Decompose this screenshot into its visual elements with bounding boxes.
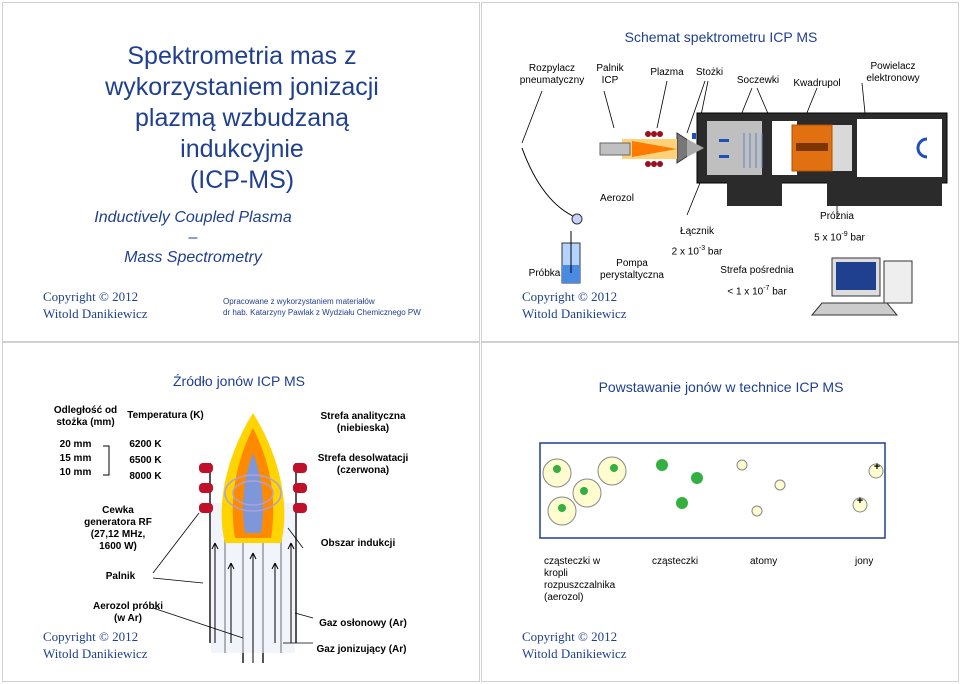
label-lacznik: Łącznik: [680, 226, 714, 237]
label-aerozol: Aerozol: [600, 193, 634, 204]
dist-10: 10 mm: [59, 467, 92, 478]
temp-header: Temperatura (K): [127, 410, 204, 421]
dist-15: 15 mm: [59, 453, 92, 464]
temp-6200: 6200 K: [129, 439, 162, 450]
label-stozki: Stożki: [695, 67, 724, 78]
label-cewka: Cewka generatora RF (27,12 MHz, 1600 W): [84, 505, 152, 552]
label-lacznik-pressure: 2 x 10-3 bar: [671, 245, 723, 258]
label-kwadrupol: Kwadrupol: [793, 78, 841, 89]
temp-8000: 8000 K: [129, 471, 162, 482]
label-strefa: Strefa pośrednia: [720, 265, 794, 276]
stage-aerozol: cząsteczki w kropli rozpuszczalnika (aer…: [544, 556, 616, 603]
slide4-title: Powstawanie jonów w technice ICP MS: [598, 379, 844, 395]
label-soczewki: Soczewki: [736, 75, 780, 86]
stage-czasteczki: cząsteczki: [652, 556, 699, 567]
icp-ms-schematic: [521, 80, 948, 316]
slide1-subtitle: Inductively Coupled Plasma – Mass Spectr…: [94, 209, 292, 266]
label-prozni: Próżnia: [820, 211, 854, 222]
stage-jony: jony: [855, 556, 874, 567]
ion-plus-1: +: [873, 461, 881, 473]
copyright: Copyright © 2012 Witold Danikiewicz: [43, 629, 148, 661]
copyright: Copyright © 2012 Witold Danikiewicz: [43, 289, 148, 321]
stage-atomy: atomy: [750, 556, 778, 567]
dist-header: Odległość od stożka (mm): [53, 405, 118, 428]
ion-plus-2: +: [856, 495, 864, 507]
label-gaz-oslon: Gaz osłonowy (Ar): [319, 618, 407, 629]
slide3-title: Źródło jonów ICP MS: [173, 373, 306, 389]
credits: Opracowane z wykorzystaniem materiałów d…: [223, 297, 421, 317]
slide-4-ion-formation: + + Powstawanie jonów w technice ICP MS …: [481, 342, 959, 682]
label-strefa-pressure: < 1 x 10-7 bar: [727, 285, 787, 298]
label-palnik: Palnik ICP: [596, 63, 624, 86]
label-powielacz: Powielacz elektronowy: [866, 61, 920, 84]
label-pompa: Pompa perystaltyczna: [600, 258, 664, 281]
dist-20: 20 mm: [59, 439, 92, 450]
slide1-title: Spektrometria mas z wykorzystaniem joniz…: [105, 42, 379, 194]
copyright: Copyright © 2012 Witold Danikiewicz: [522, 629, 627, 661]
label-strefa-desol: Strefa desolwatacji (czerwona): [317, 453, 409, 476]
copyright: Copyright © 2012 Witold Danikiewicz: [522, 289, 627, 321]
label-probka: Próbka: [528, 268, 561, 279]
label-rozpylacz: Rozpylacz pneumatyczny: [519, 63, 585, 86]
label-prozni-pressure: 5 x 10-9 bar: [814, 231, 865, 244]
torch-diagram: [103, 413, 314, 663]
temp-6500: 6500 K: [129, 455, 162, 466]
label-obszar: Obszar indukcji: [320, 538, 396, 549]
label-plazma: Plazma: [650, 67, 684, 78]
slide2-title: Schemat spektrometru ICP MS: [624, 29, 818, 45]
slide-3-ion-source: Źródło jonów ICP MS Odległość od stożka …: [2, 342, 480, 682]
label-gaz-jon: Gaz jonizujący (Ar): [316, 644, 407, 655]
label-palnik: Palnik: [105, 571, 136, 582]
slide-1-title: Spektrometria mas z wykorzystaniem joniz…: [2, 2, 480, 342]
ion-formation-diagram: [539, 442, 886, 539]
label-aerozol: Aerozol próbki (w Ar): [92, 601, 163, 624]
label-strefa-anal: Strefa analityczna (niebieska): [320, 411, 406, 434]
slide-2-schematic: Schemat spektrometru ICP MS Rozpylacz pn…: [481, 2, 959, 342]
